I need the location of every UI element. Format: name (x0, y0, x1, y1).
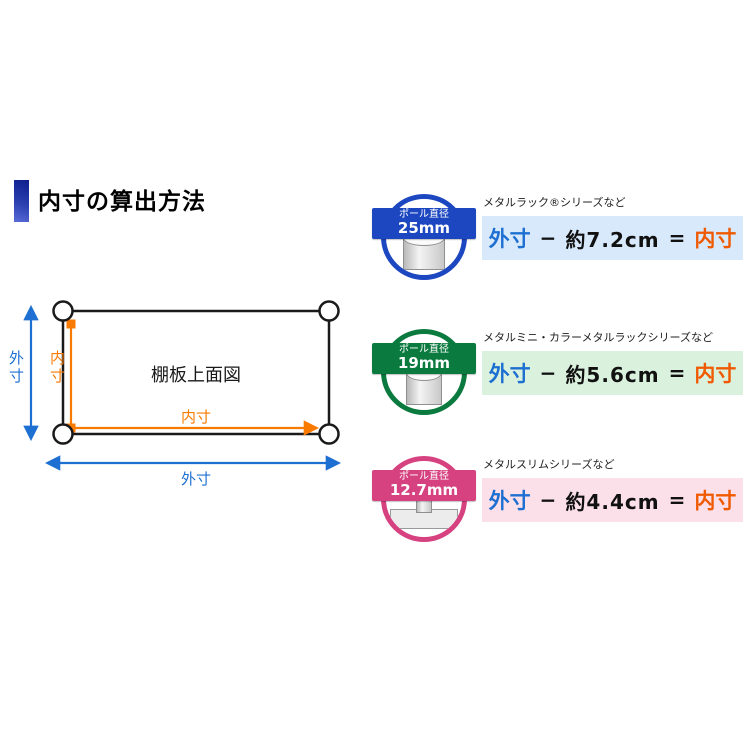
pole-diameter-ribbon: ポール直径 12.7mm (372, 470, 476, 501)
title-accent-bar (14, 180, 29, 222)
page-title: 内寸の算出方法 (38, 189, 206, 215)
formula-minus: − (539, 361, 557, 385)
formula-box: 外寸 − 約4.4cm = 内寸 (482, 478, 743, 522)
pole-diameter-value: 25mm (397, 219, 451, 237)
corner-post-bottom-left (52, 423, 74, 445)
corner-post-top-right (318, 300, 340, 322)
series-name: メタルスリムシリーズなど (483, 458, 615, 471)
formula-inner: 内寸 (694, 227, 737, 251)
pole-diameter-value: 12.7mm (389, 481, 459, 499)
corner-post-top-left (52, 300, 74, 322)
pole-diameter-caption: ポール直径 (399, 471, 449, 482)
outer-dimension-label-left: 外寸 (7, 350, 25, 386)
pole-badge: ポール直径 19mm (372, 329, 476, 415)
formula-subtract-value: 約7.2cm (565, 227, 660, 252)
formula-outer: 外寸 (488, 227, 531, 251)
formula-minus: − (539, 488, 557, 512)
board-top-view-label: 棚板上面図 (151, 365, 241, 386)
inner-dimension-label-bottom: 内寸 (180, 408, 211, 426)
formula-equals: = (668, 488, 686, 512)
formula-inner: 内寸 (694, 489, 737, 513)
formula-equals: = (668, 361, 686, 385)
pole-diameter-caption: ポール直径 (399, 344, 449, 355)
formula-outer: 外寸 (488, 362, 531, 386)
pole-diameter-value: 19mm (397, 354, 451, 372)
series-row-metal-rack: メタルラック®シリーズなど ポール直径 25mm 外寸 − 約7.2cm = 内… (372, 188, 747, 316)
pole-diameter-ribbon: ポール直径 19mm (372, 343, 476, 374)
formula-box: 外寸 − 約5.6cm = 内寸 (482, 351, 743, 395)
formula-equals: = (668, 226, 686, 250)
formula-subtract-value: 約5.6cm (565, 362, 660, 387)
pole-badge: ポール直径 12.7mm (372, 456, 476, 542)
formula-minus: − (539, 226, 557, 250)
series-row-metal-mini: メタルミニ・カラーメタルラックシリーズなど ポール直径 19mm 外寸 − 約5… (372, 323, 747, 451)
formula-subtract-value: 約4.4cm (565, 489, 660, 514)
shelf-board-diagram (23, 300, 342, 471)
pole-badge: ポール直径 25mm (372, 194, 476, 280)
outer-dimension-label-bottom: 外寸 (180, 470, 211, 488)
series-name: メタルミニ・カラーメタルラックシリーズなど (483, 331, 714, 344)
corner-post-bottom-right (318, 423, 340, 445)
pole-diameter-ribbon: ポール直径 25mm (372, 208, 476, 239)
inner-arrow-start-square (66, 319, 76, 329)
pole-diameter-caption: ポール直径 (399, 209, 449, 220)
formula-box: 外寸 − 約7.2cm = 内寸 (482, 216, 743, 260)
formula-inner: 内寸 (694, 362, 737, 386)
inner-dimension-label-left: 内寸 (48, 350, 66, 386)
formula-outer: 外寸 (488, 489, 531, 513)
shelf-board-outline (61, 309, 331, 436)
series-row-metal-slim: メタルスリムシリーズなど ポール直径 12.7mm 外寸 − 約4.4cm = … (372, 450, 747, 578)
series-name: メタルラック®シリーズなど (483, 196, 626, 209)
